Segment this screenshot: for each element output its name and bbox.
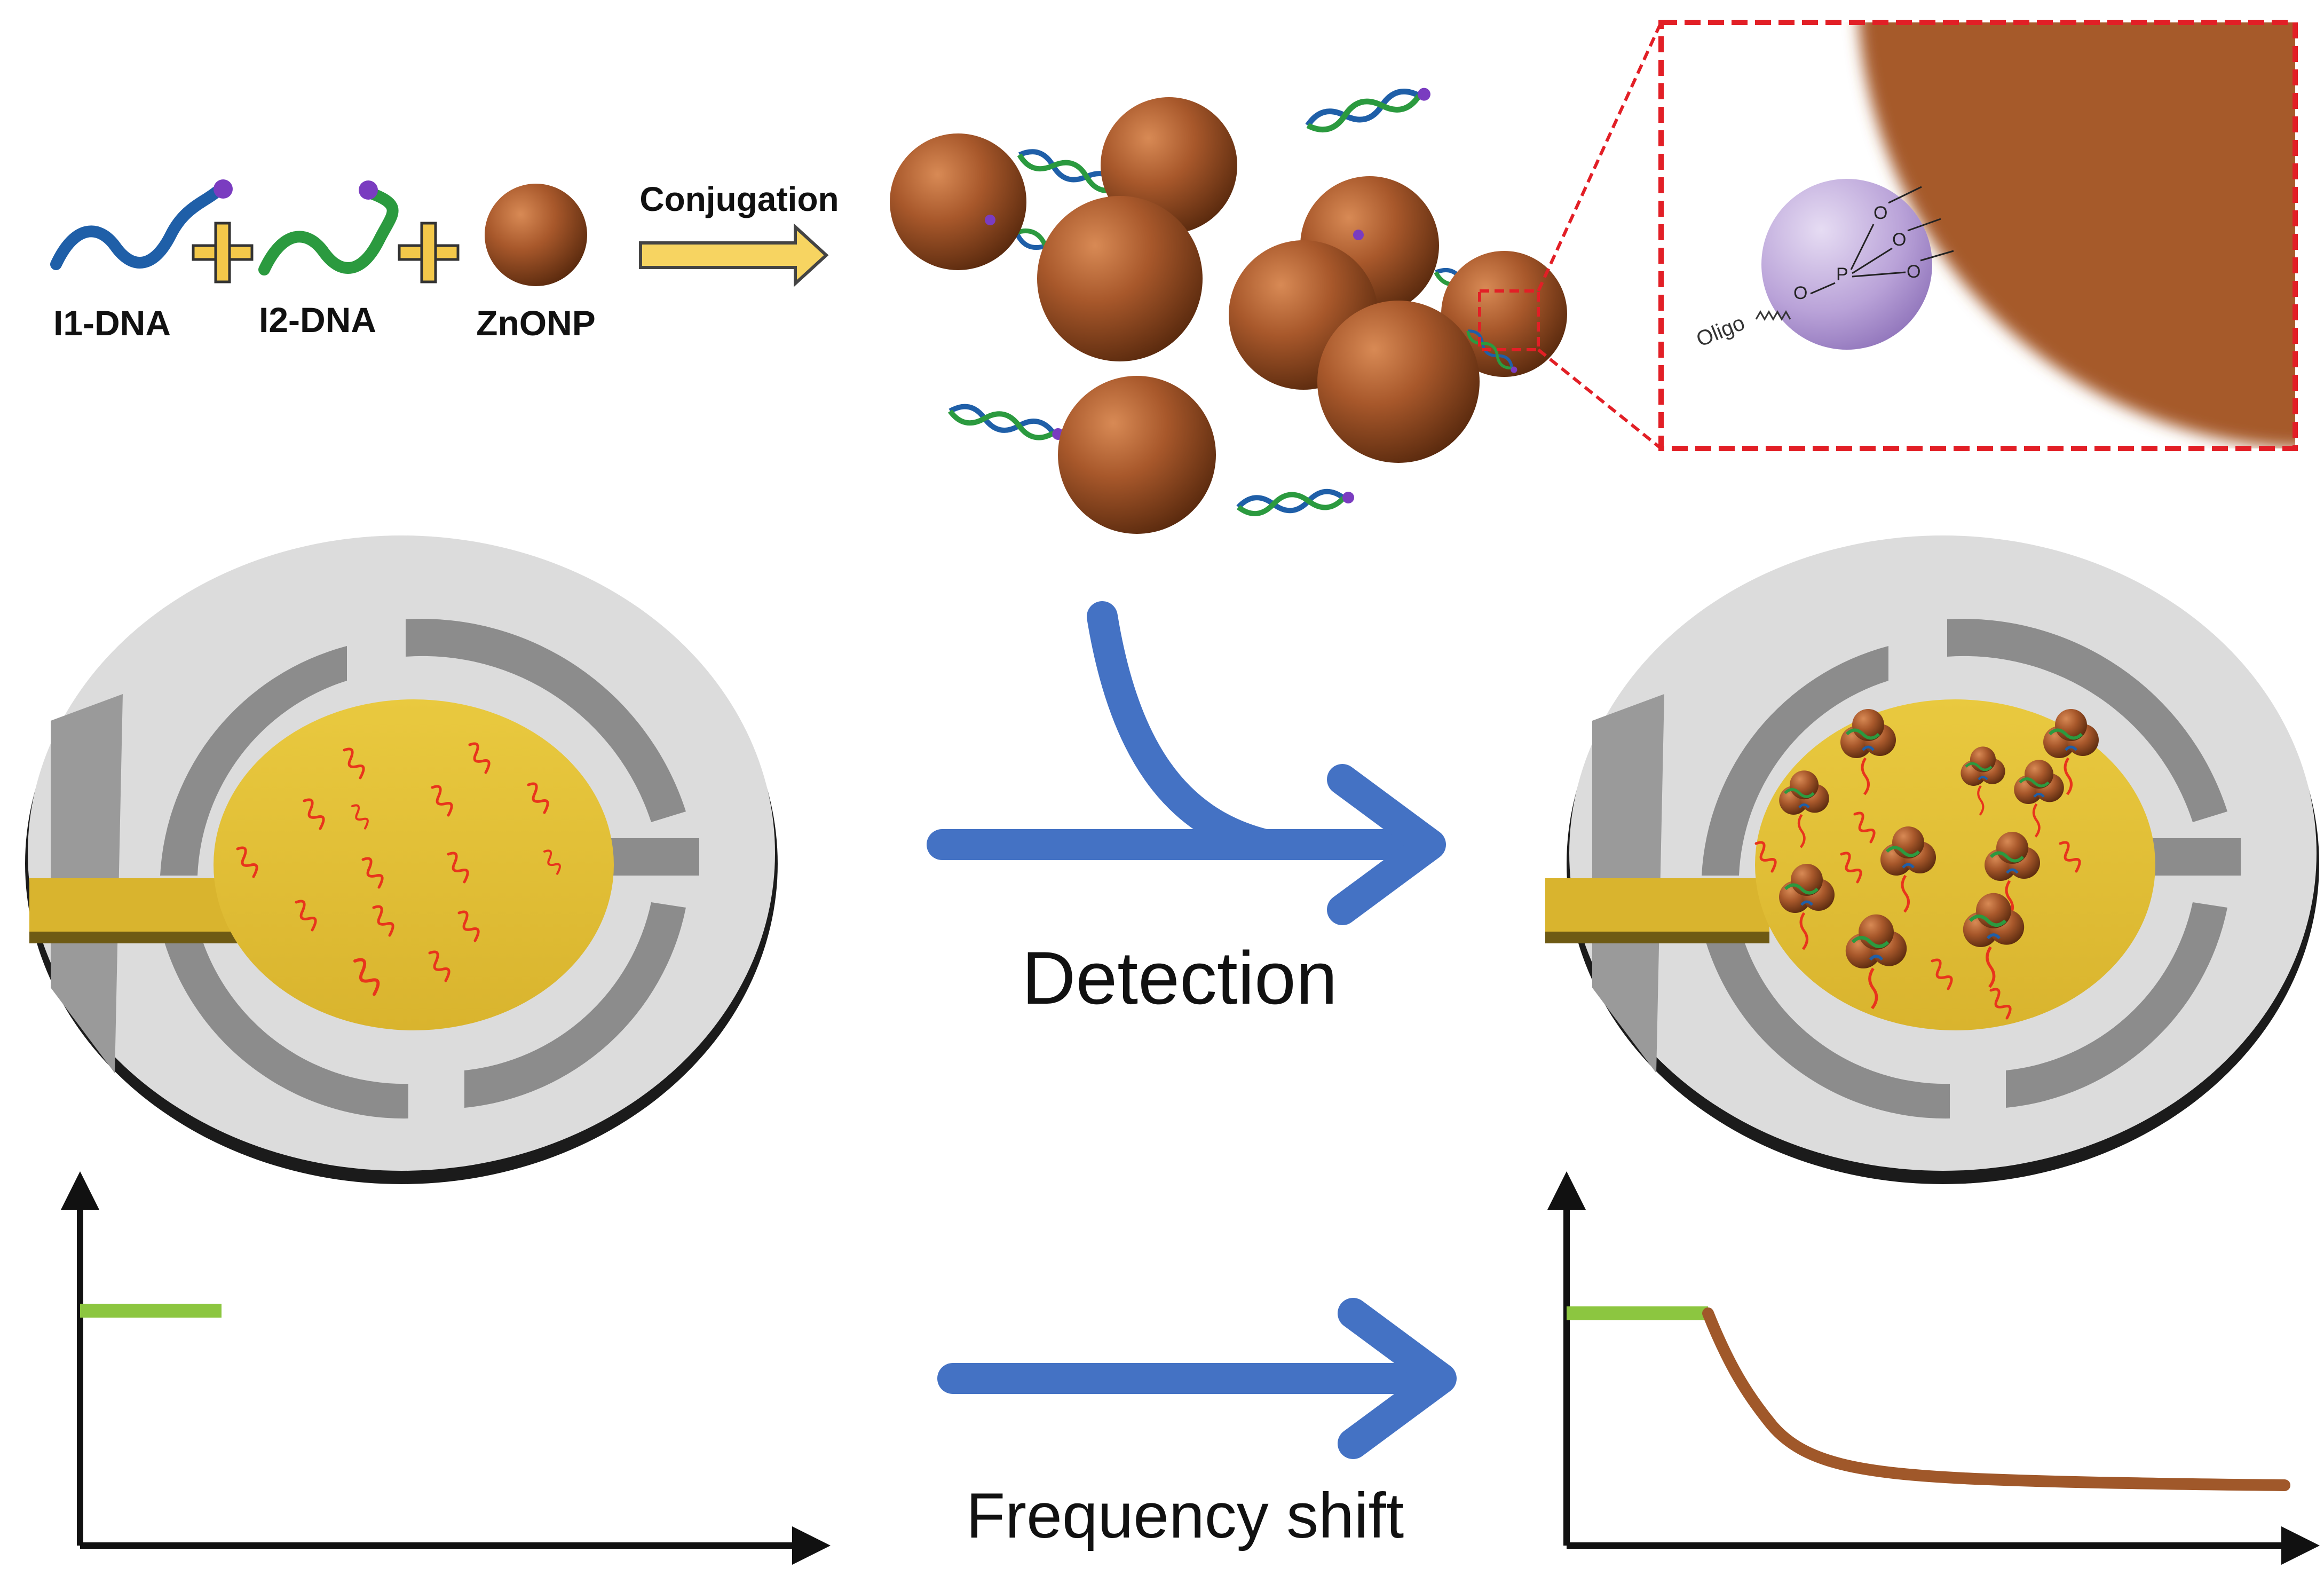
conjugated-nanoparticles: [890, 21, 1663, 534]
o-label-1: O: [1793, 283, 1807, 303]
reagent-i2-dna: I2-DNA: [258, 180, 399, 340]
sensor-after: [1545, 535, 2319, 1184]
graph-after: [1547, 1171, 2320, 1565]
detection-label: Detection: [1022, 936, 1337, 1020]
plus-icon-2: [398, 222, 460, 283]
znonp-label: ZnONP: [476, 303, 596, 343]
o-label-2: O: [1874, 203, 1887, 223]
p-label: P: [1836, 264, 1848, 285]
plus-icon-1: [192, 222, 254, 283]
frequency-shift-label: Frequency shift: [966, 1480, 1404, 1551]
graph-before: [61, 1171, 831, 1565]
reagent-i1-dna: I1-DNA: [50, 179, 233, 343]
reagent-zno-nanoparticle: ZnONP: [476, 184, 596, 343]
i1-dna-label: I1-DNA: [53, 303, 171, 343]
conjugation-label: Conjugation: [639, 180, 839, 218]
o-label-3: O: [1892, 230, 1906, 250]
conjugation-arrow: Conjugation: [639, 180, 839, 287]
i2-dna-label: I2-DNA: [259, 300, 376, 340]
sensor-before: [25, 535, 778, 1184]
phosphate-binding-inset: Oligo O P O O O: [1658, 20, 2298, 451]
frequency-shift-arrow: Frequency shift: [937, 1298, 1457, 1551]
phosphate-group: [1761, 179, 1932, 350]
shifted-signal: [1702, 1307, 2290, 1491]
detection-arrow: Detection: [927, 601, 1446, 1020]
o-label-4: O: [1907, 262, 1920, 282]
